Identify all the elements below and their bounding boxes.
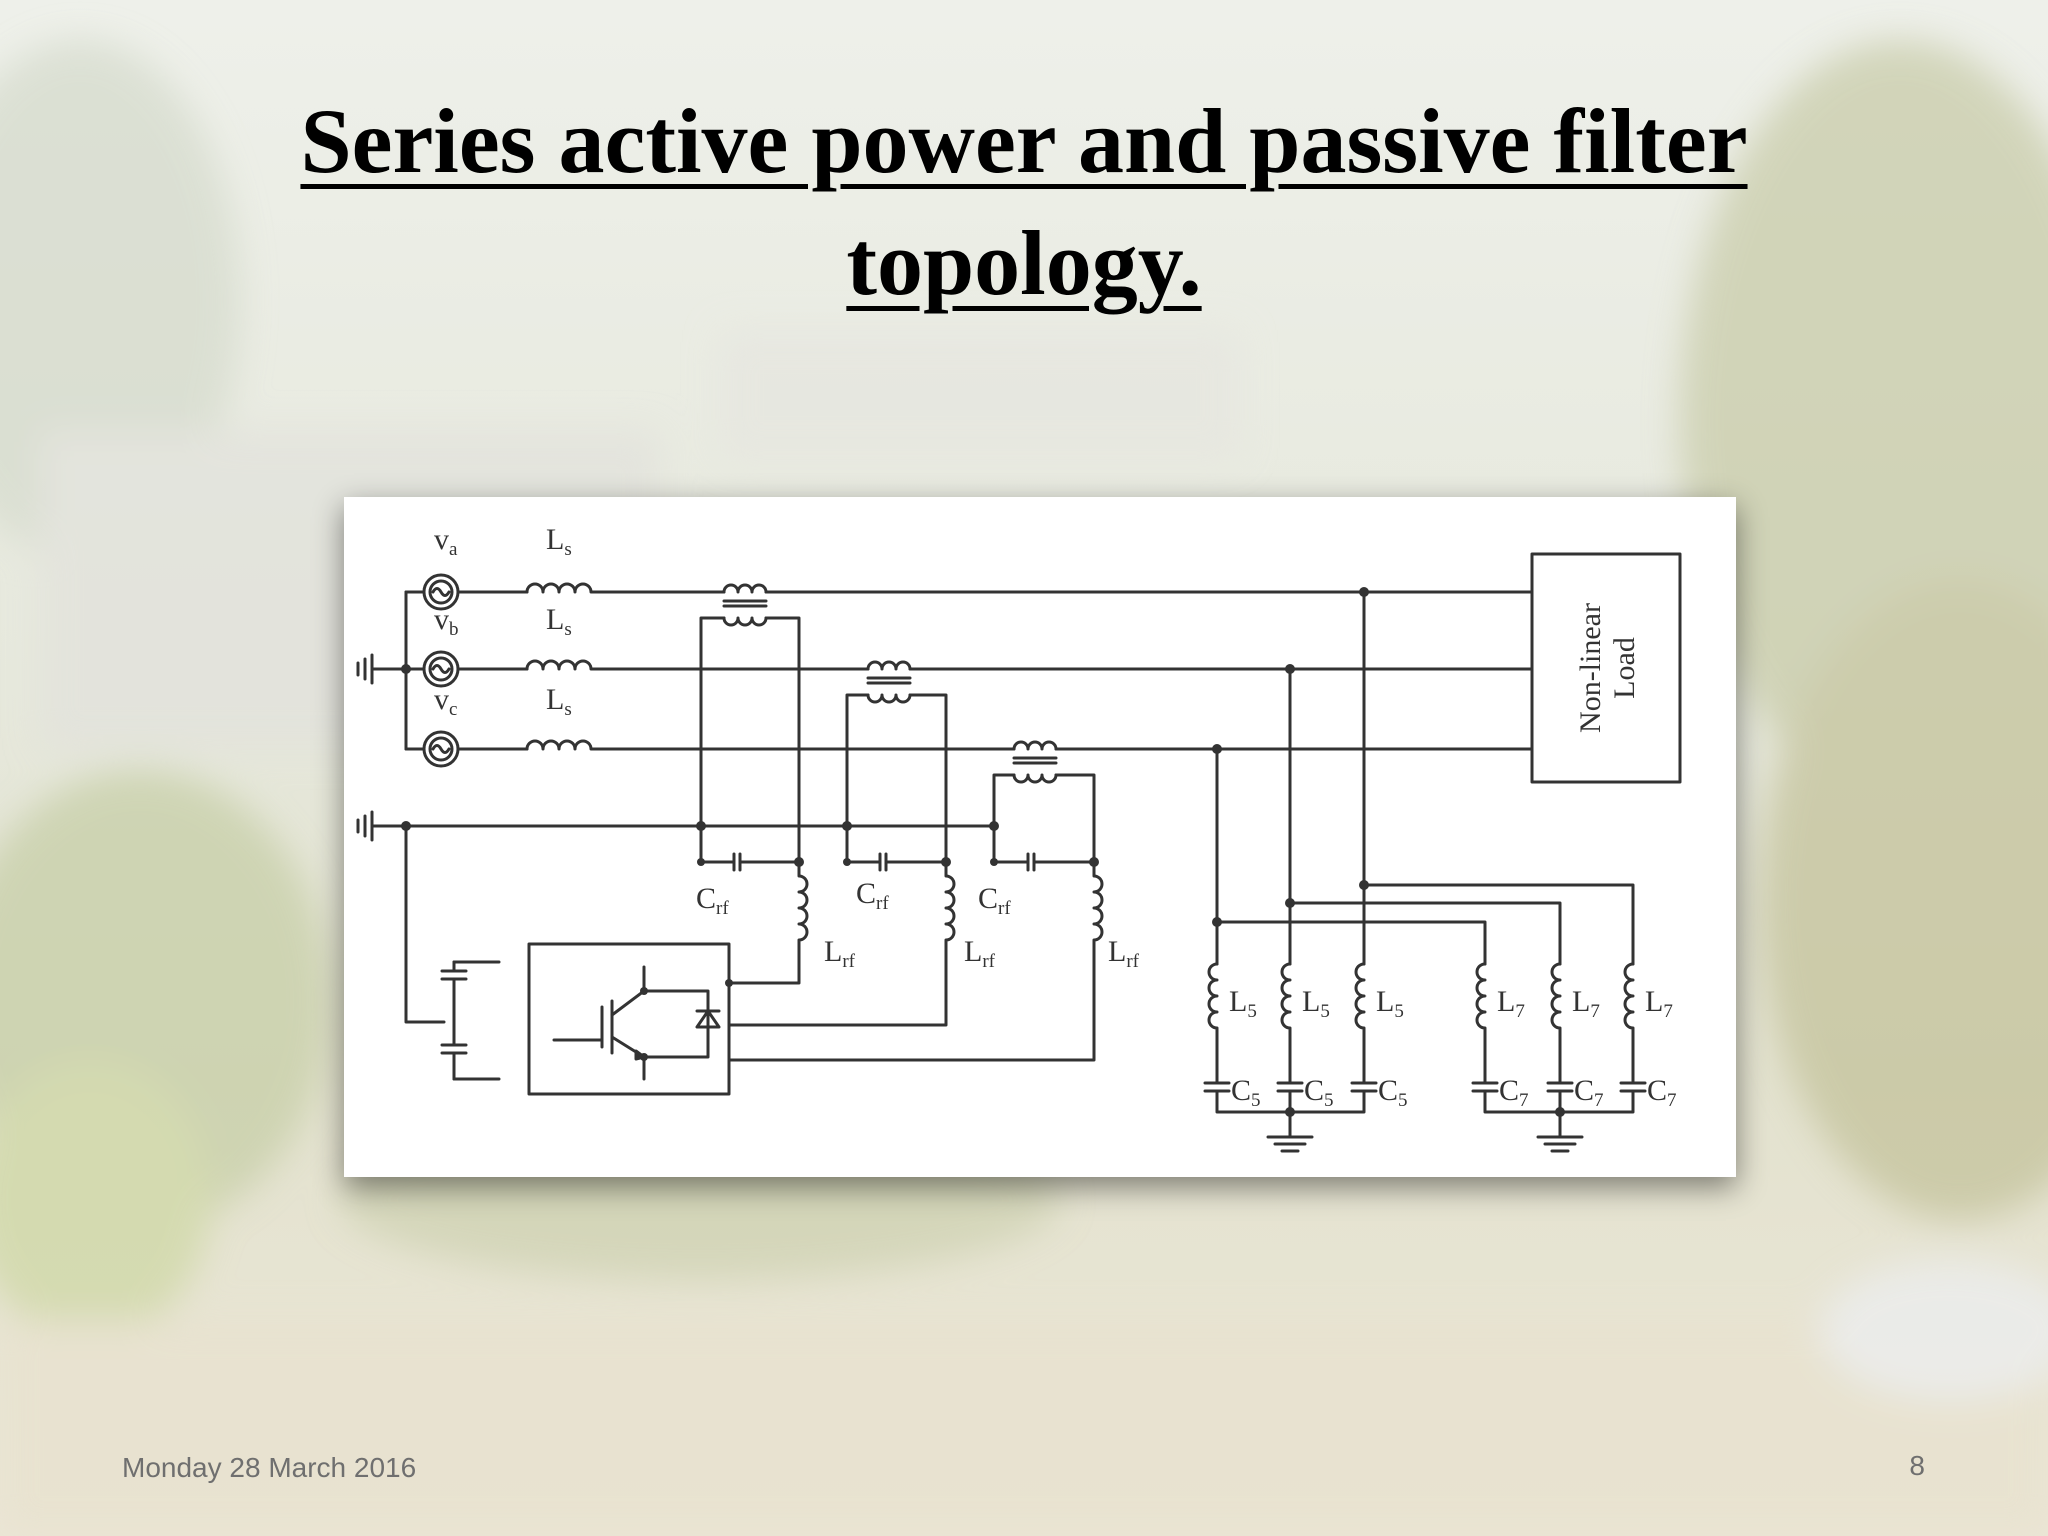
capacitor-crf-a	[699, 852, 801, 872]
svg-text:L5: L5	[1376, 985, 1404, 1022]
svg-text:vc: vc	[434, 683, 457, 720]
dc-link-capacitors	[440, 960, 501, 1081]
svg-text:Lrf: Lrf	[1108, 935, 1140, 972]
svg-text:L5: L5	[1302, 985, 1330, 1022]
svg-text:vb: vb	[434, 603, 459, 640]
load-label-line-1: Non-linear	[1574, 603, 1607, 733]
svg-text:Ls: Ls	[546, 603, 572, 640]
svg-text:Crf: Crf	[856, 877, 889, 914]
diagram-labels: va vb vc Ls Ls Ls Crf Crf Crf Lrf Lrf Lr…	[434, 523, 1677, 1111]
junction-dots	[401, 587, 1565, 1117]
load-label-line-2: Load	[1608, 637, 1641, 699]
svg-text:C7: C7	[1647, 1074, 1677, 1111]
filter-5th-c	[1288, 962, 1378, 1114]
filter-5th-a	[1203, 962, 1292, 1114]
capacitor-crf-c	[992, 852, 1096, 872]
svg-text:Ls: Ls	[546, 523, 572, 560]
circuit-diagram: va vb vc Ls Ls Ls Crf Crf Crf Lrf Lrf Lr…	[344, 497, 1736, 1177]
transformer-b-secondary	[866, 693, 912, 704]
svg-text:L7: L7	[1497, 985, 1525, 1022]
filter-7th-c	[1558, 962, 1647, 1114]
inductor-lrf-c	[1092, 860, 1104, 1038]
ac-source-c	[422, 730, 460, 768]
svg-text:C5: C5	[1231, 1074, 1261, 1111]
title-line-1: Series active power and passive filter	[300, 90, 1748, 192]
inductor-ls-a	[525, 582, 605, 594]
ac-source-b	[422, 650, 460, 688]
circuit-svg: va vb vc Ls Ls Ls Crf Crf Crf Lrf Lrf Lr…	[356, 523, 1682, 1153]
transformer-c-secondary	[1012, 773, 1058, 784]
svg-text:C7: C7	[1574, 1074, 1604, 1111]
svg-text:Ls: Ls	[546, 683, 572, 720]
ground-symbol-5th	[1266, 1135, 1314, 1153]
svg-text:L5: L5	[1229, 985, 1257, 1022]
inductor-lrf-b	[944, 860, 956, 1004]
svg-text:va: va	[434, 523, 458, 560]
footer-date: Monday 28 March 2016	[122, 1452, 417, 1483]
filter-7th-a	[1471, 962, 1562, 1114]
inductor-ls-c	[525, 739, 605, 751]
inductor-lrf-a	[797, 860, 809, 972]
nonlinear-load-box	[1530, 552, 1682, 784]
ground-symbol-7th	[1536, 1135, 1584, 1153]
ground-symbol-bottom	[356, 810, 408, 842]
inverter-block	[527, 942, 731, 1096]
slide-title: Series active power and passive filter t…	[0, 80, 2048, 324]
svg-text:C5: C5	[1378, 1074, 1408, 1111]
transformer-a-secondary	[722, 616, 768, 627]
title-line-2: topology.	[846, 212, 1202, 314]
page-number: 8	[1909, 1450, 1925, 1481]
svg-text:C5: C5	[1304, 1074, 1334, 1111]
svg-text:Lrf: Lrf	[824, 935, 856, 972]
transformer-b-primary	[866, 660, 912, 671]
transformer-c-primary	[1012, 740, 1058, 751]
inductor-ls-b	[525, 659, 605, 671]
svg-text:Lrf: Lrf	[964, 935, 996, 972]
svg-text:L7: L7	[1572, 985, 1600, 1022]
transformer-a-primary	[722, 583, 768, 594]
ground-symbol-top	[356, 653, 408, 685]
svg-text:L7: L7	[1645, 985, 1673, 1022]
svg-text:Crf: Crf	[978, 882, 1011, 919]
svg-text:C7: C7	[1499, 1074, 1529, 1111]
svg-text:Crf: Crf	[696, 882, 729, 919]
capacitor-crf-b	[845, 852, 948, 872]
